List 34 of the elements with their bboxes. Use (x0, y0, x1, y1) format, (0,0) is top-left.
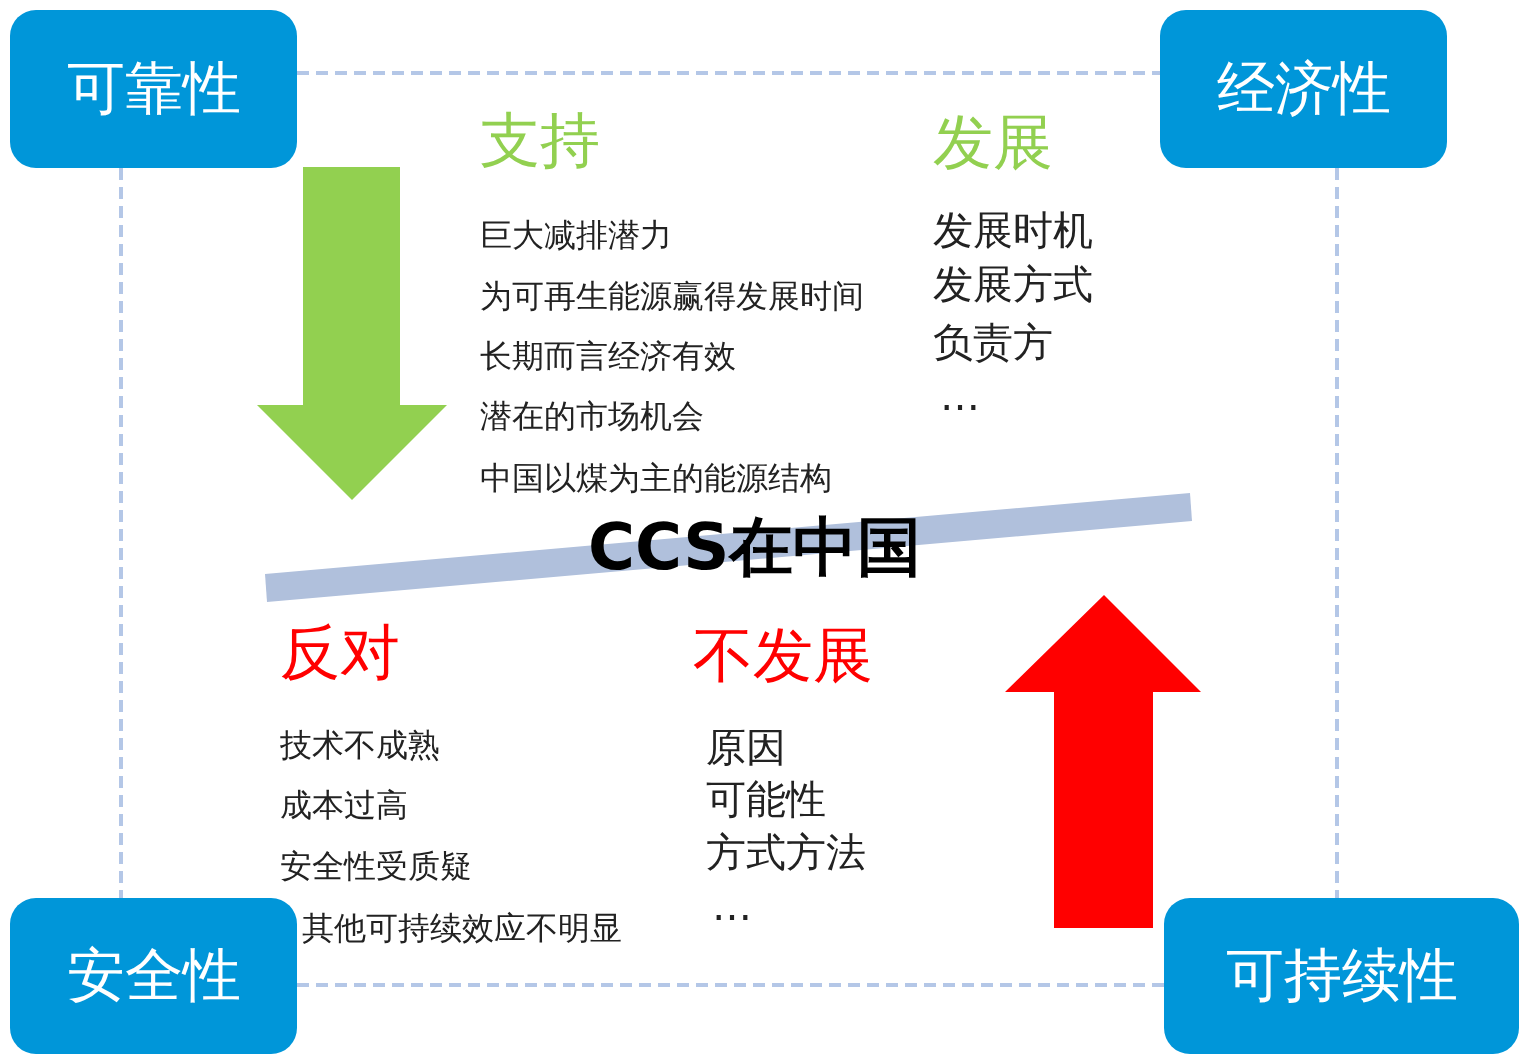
list-item: 负责方 (933, 318, 1053, 366)
dashed-connector (297, 71, 1160, 75)
list-item: 巨大减排潜力 (480, 215, 672, 255)
list-item: 技术不成熟 (280, 725, 440, 765)
list-item: … (940, 372, 980, 420)
list-item: 中国以煤为主的能源结构 (480, 458, 832, 498)
heading: 不发展 (693, 619, 873, 691)
list-item: 安全性受质疑 (280, 846, 472, 886)
list-item: 原因 (706, 723, 786, 771)
list-item: 其他可持续效应不明显 (302, 908, 622, 948)
center-title: CCS在中国 (588, 508, 922, 586)
corner-box (1164, 898, 1519, 1054)
dashed-connector (1335, 168, 1339, 898)
list-item: 方式方法 (706, 828, 866, 876)
dashed-connector (297, 983, 1164, 987)
box-title: 安全性 (66, 940, 241, 1011)
list-item: … (712, 882, 752, 930)
list-item: 可能性 (706, 775, 826, 823)
list-item: 潜在的市场机会 (480, 396, 704, 436)
corner-box (10, 10, 297, 168)
corner-box (1160, 10, 1447, 168)
list-item: 发展方式 (933, 260, 1093, 308)
box-title: 经济性 (1216, 53, 1391, 124)
heading: 支持 (480, 104, 600, 176)
corner-box (10, 898, 297, 1054)
list-item: 成本过高 (280, 785, 408, 825)
list-item: 为可再生能源赢得发展时间 (480, 276, 864, 316)
list-item: 长期而言经济有效 (480, 336, 736, 376)
box-title: 可靠性 (66, 53, 241, 124)
box-title: 可持续性 (1225, 940, 1458, 1011)
dashed-connector (119, 168, 123, 898)
list-item: 发展时机 (933, 206, 1093, 254)
heading: 反对 (280, 616, 400, 688)
heading: 发展 (933, 106, 1053, 178)
